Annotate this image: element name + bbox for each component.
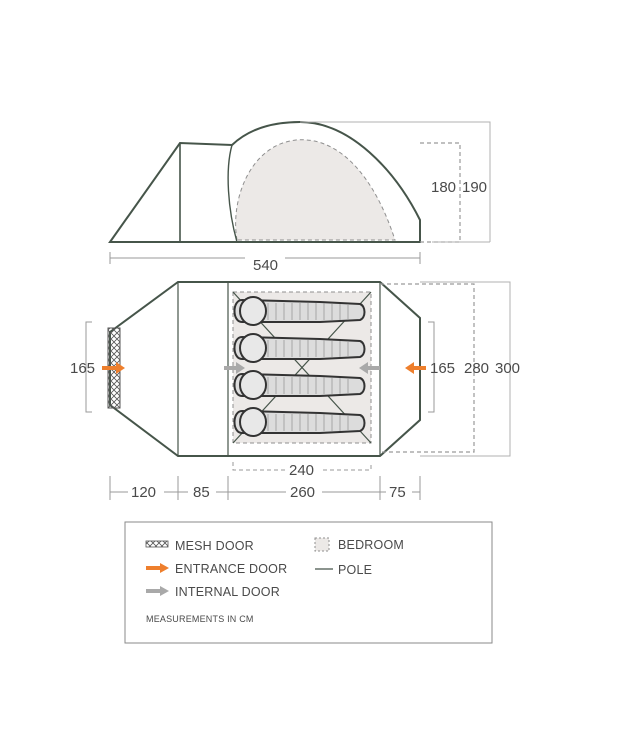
sleeping-bag [233,333,366,363]
bedroom-swatch-icon [314,537,330,552]
legend-pole: POLE [338,563,372,577]
legend: MESH DOOR ENTRANCE DOOR INTERNAL DOOR ME… [124,521,493,644]
side-view: 180 190 [108,120,491,243]
legend-box [124,521,493,644]
total-length-label: 540 [253,257,278,274]
sleeping-bag [233,407,366,437]
bedroom-width-dimension: 240 [232,460,372,479]
height-outer-dim [300,121,491,242]
width-dimensions: 165 165 280 300 [70,281,520,457]
side-front-curve [227,144,238,243]
sleeping-bag [233,370,366,400]
height-outer-label: 190 [462,179,487,196]
height-inner-label: 180 [431,179,456,196]
legend-entrance-door: ENTRANCE DOOR [175,562,287,576]
seg-living-label: 85 [193,484,210,501]
sleeping-bags [233,296,366,437]
legend-bedroom: BEDROOM [338,538,404,552]
entrance-door-icon [146,563,169,573]
legend-note: MEASUREMENTS IN CM [146,614,254,624]
internal-door-arrow-right [359,362,380,374]
bedroom-width-label: 240 [289,462,314,479]
mesh-door-icon [145,540,169,548]
mid-width-label: 280 [464,360,489,377]
seg-porch-label: 120 [131,484,156,501]
seg-bedroom-label: 260 [290,484,315,501]
seg-rear-label: 75 [389,484,406,501]
left-width-label: 165 [70,360,95,377]
internal-door-arrow-left [224,362,245,374]
internal-door-icon [146,586,169,596]
entrance-door-arrow-right [405,362,426,374]
right-inner-width-label: 165 [430,360,455,377]
length-dimension: 540 [109,252,421,274]
sleeping-bag [233,296,366,326]
legend-mesh-door: MESH DOOR [175,539,254,553]
side-inner-dome [235,139,396,241]
entrance-door-arrow-left [102,362,125,374]
outer-width-label: 300 [495,360,520,377]
top-view [102,281,426,457]
legend-internal-door: INTERNAL DOOR [175,585,280,599]
